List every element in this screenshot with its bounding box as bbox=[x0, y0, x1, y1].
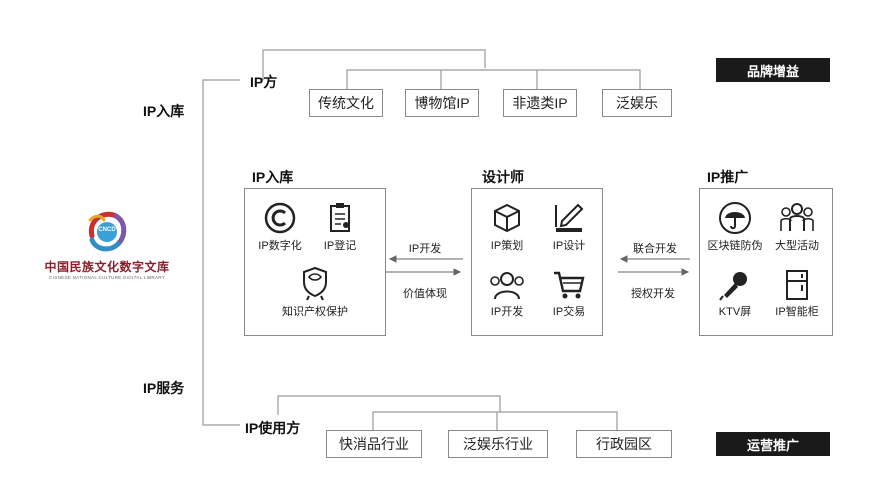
intake-panel: IP数字化 IP登记 知识产权保护 bbox=[244, 188, 386, 336]
promotion-item: IP智能柜 bbox=[762, 269, 832, 319]
operation-promotion-tag: 运营推广 bbox=[716, 432, 830, 456]
promotion-item-label: 区块链防伪 bbox=[707, 240, 763, 252]
umbrella-icon bbox=[719, 202, 751, 234]
ip-user-label: IP使用方 bbox=[245, 420, 301, 436]
arrow-left-top-head bbox=[388, 255, 397, 263]
promotion-item: 大型活动 bbox=[762, 201, 832, 253]
top-items-bracket bbox=[346, 69, 641, 89]
ip-owner-item: 泛娱乐 bbox=[602, 89, 672, 117]
designer-item: IP策划 bbox=[472, 201, 542, 253]
ip-owner-item: 非遗类IP bbox=[503, 89, 577, 117]
people-icon bbox=[490, 272, 524, 300]
promotion-item-label: 大型活动 bbox=[775, 240, 819, 252]
designer-item-label: IP策划 bbox=[490, 240, 524, 252]
bottom-items-bracket bbox=[372, 411, 618, 430]
intake-item-label: IP数字化 bbox=[258, 240, 302, 252]
promotion-item: KTV屏 bbox=[700, 269, 770, 319]
ip-owner-item: 博物馆IP bbox=[405, 89, 479, 117]
ip-owner-item: 传统文化 bbox=[309, 89, 383, 117]
designer-item-label: IP交易 bbox=[552, 306, 586, 318]
intake-item-label: IP登记 bbox=[323, 240, 357, 252]
designer-panel-title: 设计师 bbox=[482, 169, 524, 185]
ip-user-item: 行政园区 bbox=[576, 430, 672, 458]
promotion-panel: 区块链防伪 大型活动 KTV屏 IP智能柜 bbox=[699, 188, 833, 336]
microphone-icon bbox=[719, 272, 747, 301]
intake-item-label: 知识产权保护 bbox=[282, 306, 348, 318]
logo-name-cn: 中国民族文化数字文库 bbox=[44, 260, 170, 274]
crowd-icon bbox=[780, 203, 814, 231]
arrow-right-bottom-head bbox=[681, 268, 690, 276]
promotion-item: 区块链防伪 bbox=[700, 201, 770, 253]
intake-item: 知识产权保护 bbox=[280, 265, 350, 319]
clipboard-register-icon bbox=[330, 203, 350, 232]
top-outer-bracket bbox=[262, 49, 486, 80]
arrow-left-bottom-head bbox=[453, 268, 462, 276]
box-icon bbox=[494, 203, 520, 233]
designer-item: IP开发 bbox=[472, 269, 542, 319]
arrow-label-right-bottom: 授权开发 bbox=[631, 288, 675, 300]
promotion-item-label: IP智能柜 bbox=[775, 306, 819, 318]
intake-item: IP登记 bbox=[305, 201, 375, 253]
designer-item-label: IP开发 bbox=[490, 306, 524, 318]
logo-badge-text: CNCD bbox=[98, 227, 116, 233]
arrow-right-top-head bbox=[619, 255, 628, 263]
designer-item: IP设计 bbox=[534, 201, 604, 253]
designer-item-label: IP设计 bbox=[552, 240, 586, 252]
ip-intake-side-label: IP入库 bbox=[143, 103, 185, 119]
brand-gain-tag: 品牌增益 bbox=[716, 58, 830, 82]
shield-badge-icon bbox=[303, 266, 327, 301]
intake-item: IP数字化 bbox=[245, 201, 315, 253]
ip-service-side-label: IP服务 bbox=[143, 380, 185, 396]
logo-name-en: CHINESE NATIONAL CULTURE DIGITAL LIBRARY bbox=[48, 275, 166, 280]
ip-user-item: 快消品行业 bbox=[326, 430, 422, 458]
promotion-panel-title: IP推广 bbox=[707, 169, 749, 185]
bottom-outer-bracket bbox=[277, 395, 501, 415]
ip-user-item: 泛娱乐行业 bbox=[448, 430, 548, 458]
copyright-icon bbox=[264, 202, 296, 234]
promotion-item-label: KTV屏 bbox=[718, 306, 752, 318]
pen-ruler-icon bbox=[555, 203, 584, 232]
main-bracket-line bbox=[202, 79, 240, 426]
arrow-label-left-top: IP开发 bbox=[408, 243, 442, 255]
arrow-label-right-top: 联合开发 bbox=[633, 243, 677, 255]
designer-item: IP交易 bbox=[534, 269, 604, 319]
shopping-cart-icon bbox=[554, 271, 585, 299]
cabinet-icon bbox=[786, 270, 808, 300]
cncd-logo-icon bbox=[88, 211, 127, 252]
designer-panel: IP策划 IP设计 IP开发 IP交易 bbox=[471, 188, 603, 336]
ip-owner-label: IP方 bbox=[250, 74, 278, 90]
arrow-label-left-bottom: 价值体现 bbox=[403, 288, 447, 300]
intake-panel-title: IP入库 bbox=[252, 169, 294, 185]
